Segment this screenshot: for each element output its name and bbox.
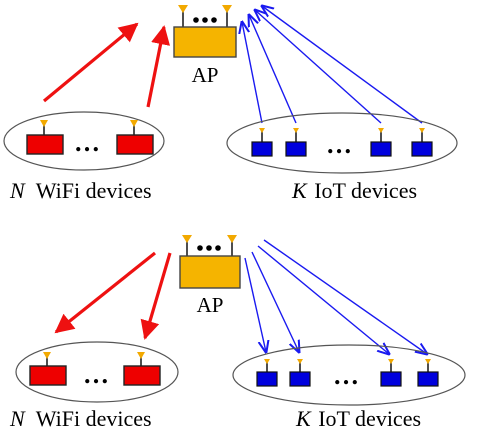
access-point-icon xyxy=(173,5,237,58)
iot-downlink-arrow xyxy=(251,251,299,352)
iot-device-icon xyxy=(411,128,433,157)
iot-device-icon xyxy=(256,359,278,387)
iot-uplink-arrow xyxy=(255,10,382,124)
wifi-group-label: N WiFi devices xyxy=(9,406,152,431)
iot-device-icon xyxy=(417,359,439,387)
wifi-uplink-arrow xyxy=(42,22,139,103)
iot-device-group: … xyxy=(226,112,458,174)
wifi-ellipsis: … xyxy=(83,360,109,389)
ap-label: AP xyxy=(192,63,219,87)
wifi-downlink-arrow xyxy=(54,251,156,334)
uplink-panel: AP … N WiFi devices xyxy=(3,5,458,203)
downlink-panel: AP … N WiFi devices xyxy=(9,235,466,431)
iot-group-label: K IoT devices xyxy=(295,406,421,431)
wifi-group-label: N WiFi devices xyxy=(9,178,152,203)
ap-label: AP xyxy=(197,293,224,317)
wifi-device-icon xyxy=(116,120,154,155)
iot-ellipsis: … xyxy=(326,130,352,159)
iot-ellipsis: … xyxy=(333,361,359,390)
iot-group-ellipse xyxy=(226,112,458,174)
wifi-group-ellipse xyxy=(15,341,179,403)
iot-uplink-arrow xyxy=(242,22,263,124)
iot-device-icon xyxy=(251,128,273,157)
iot-downlink-arrow xyxy=(257,245,389,354)
iot-downlink-arrow xyxy=(263,239,427,354)
iot-device-icon xyxy=(285,128,307,157)
iot-device-icon xyxy=(370,128,392,157)
iot-device-group: … xyxy=(232,344,466,406)
wifi-device-icon xyxy=(123,352,161,386)
iot-uplink-arrow xyxy=(249,15,297,124)
wifi-device-icon xyxy=(29,352,67,386)
iot-device-icon xyxy=(380,359,402,387)
access-point-icon xyxy=(179,235,241,289)
iot-downlink-arrow xyxy=(244,257,266,352)
wifi-downlink-arrow xyxy=(140,252,172,340)
iot-uplink-arrow xyxy=(262,6,423,124)
iot-device-icon xyxy=(289,359,311,387)
iot-group-label: K IoT devices xyxy=(291,178,417,203)
wifi-uplink-arrow xyxy=(146,25,171,108)
wifi-group-ellipse xyxy=(3,111,165,171)
wifi-device-group: … xyxy=(3,111,165,171)
wifi-device-icon xyxy=(26,120,64,155)
iot-group-ellipse xyxy=(232,344,466,406)
wifi-ellipsis: … xyxy=(74,128,100,157)
wifi-device-group: … xyxy=(15,341,179,403)
